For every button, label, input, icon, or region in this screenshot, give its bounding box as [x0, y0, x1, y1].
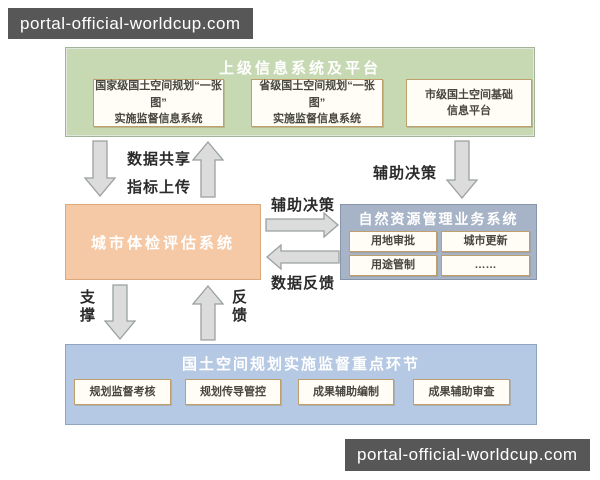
- label-aux-decision-top: 辅助决策: [373, 165, 438, 182]
- label-data-feedback: 数据反馈: [270, 275, 335, 292]
- label-indicator-upload: 指标上传: [127, 179, 192, 196]
- panel-superior-systems: 上级信息系统及平台 国家级国土空间规划“一张图” 实施监督信息系统 省级国土空间…: [65, 47, 535, 137]
- panel-supervision-links: 国土空间规划实施监督重点环节 规划监督考核 规划传导管控 成果辅助编制 成果辅助…: [65, 344, 537, 425]
- label-aux-decision-mid: 辅助决策: [270, 197, 335, 214]
- box-provincial-system-label: 省级国土空间规划“一张图” 实施监督信息系统: [259, 80, 375, 126]
- panel-natural-resources-title: 自然资源管理业务系统: [358, 211, 519, 227]
- box-city-platform-label: 市级国土空间基础 信息平台: [425, 88, 513, 118]
- label-feedback: 反馈: [230, 289, 247, 325]
- box-city-examination-title: 城市体检评估系统: [90, 234, 235, 252]
- panel-superior-title: 上级信息系统及平台: [218, 60, 381, 77]
- watermark-bottom: portal-official-worldcup.com: [345, 439, 590, 471]
- arrow-up-icon: [192, 284, 224, 341]
- panel-natural-resources: 自然资源管理业务系统 用地审批 城市更新 用途管制 ……: [340, 204, 537, 280]
- arrow-up-icon: [192, 140, 224, 198]
- label-support: 支撑: [78, 289, 95, 325]
- box-ellipsis: ……: [441, 255, 530, 276]
- box-land-approval: 用地审批: [349, 231, 437, 252]
- box-results-assisted-review: 成果辅助审查: [413, 379, 510, 405]
- label-data-share: 数据共享: [127, 151, 192, 168]
- box-urban-renewal: 城市更新: [441, 231, 530, 252]
- arrow-left-icon: [266, 244, 340, 270]
- arrow-down-icon: [446, 140, 478, 200]
- box-national-system-label: 国家级国土空间规划“一张图” 实施监督信息系统: [95, 80, 222, 126]
- box-results-assisted-compilation: 成果辅助编制: [298, 379, 394, 405]
- box-city-examination-system: 城市体检评估系统: [65, 204, 261, 280]
- box-provincial-system: 省级国土空间规划“一张图” 实施监督信息系统: [251, 79, 383, 127]
- box-city-platform: 市级国土空间基础 信息平台: [406, 79, 532, 127]
- panel-supervision-title: 国土空间规划实施监督重点环节: [181, 356, 420, 373]
- watermark-top: portal-official-worldcup.com: [8, 8, 253, 39]
- arrow-right-icon: [265, 212, 339, 238]
- arrow-down-icon: [104, 284, 136, 341]
- arrow-down-icon: [84, 140, 116, 198]
- box-planning-transmission-control: 规划传导管控: [185, 379, 281, 405]
- box-national-system: 国家级国土空间规划“一张图” 实施监督信息系统: [93, 79, 224, 127]
- box-planning-supervision-assessment: 规划监督考核: [74, 379, 171, 405]
- box-use-control: 用途管制: [349, 255, 437, 276]
